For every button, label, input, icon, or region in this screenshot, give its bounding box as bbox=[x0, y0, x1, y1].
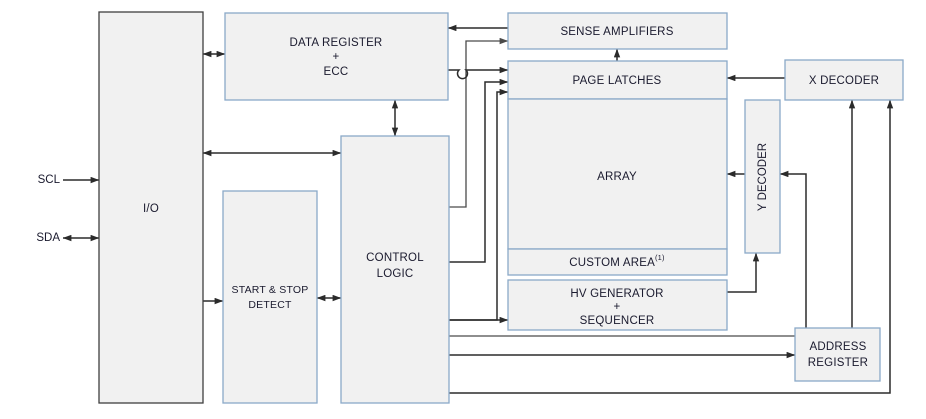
pin-label-sda: SDA bbox=[36, 232, 60, 244]
svg-text:CUSTOM AREA(1): CUSTOM AREA(1) bbox=[569, 253, 665, 269]
block-page-latches-label: PAGE LATCHES bbox=[573, 75, 662, 87]
block-page-latches[interactable]: PAGE LATCHES bbox=[507, 60, 728, 100]
block-data-register-label-3: ECC bbox=[324, 66, 349, 78]
block-start-stop-detect-label-2: DETECT bbox=[248, 299, 292, 311]
block-x-decoder-label: X DECODER bbox=[809, 75, 879, 87]
block-address-register[interactable]: ADDRESS REGISTER bbox=[794, 327, 881, 382]
block-custom-area-footnote: (1) bbox=[655, 253, 665, 262]
block-data-register-label-1: DATA REGISTER bbox=[290, 37, 383, 49]
block-array-label: ARRAY bbox=[597, 171, 637, 183]
pin-labels: SCL SDA bbox=[36, 174, 60, 244]
block-io-label: I/O bbox=[143, 203, 159, 215]
block-hv-generator-label-1: HV GENERATOR bbox=[570, 288, 663, 300]
wire-control-logic-to-page-latches-a bbox=[449, 78, 509, 263]
wire-data-register-to-page-latches bbox=[448, 66, 509, 80]
block-sense-amplifiers[interactable]: SENSE AMPLIFIERS bbox=[507, 12, 728, 50]
block-y-decoder[interactable]: Y DECODER bbox=[744, 99, 781, 254]
block-data-register[interactable]: DATA REGISTER + ECC bbox=[224, 12, 449, 101]
block-y-decoder-label: Y DECODER bbox=[757, 143, 769, 211]
block-control-logic-label-1: CONTROL bbox=[366, 252, 424, 264]
block-io[interactable]: I/O bbox=[98, 11, 204, 404]
block-sense-amplifiers-label: SENSE AMPLIFIERS bbox=[560, 26, 673, 38]
block-data-register-label-2: + bbox=[333, 51, 340, 63]
block-custom-area-label: CUSTOM AREA bbox=[569, 257, 655, 269]
wire-layer bbox=[62, 24, 894, 394]
block-x-decoder[interactable]: X DECODER bbox=[784, 59, 904, 101]
block-start-stop-detect[interactable]: START & STOP DETECT bbox=[222, 190, 318, 404]
pin-label-scl: SCL bbox=[38, 174, 61, 186]
block-hv-generator-label-3: SEQUENCER bbox=[580, 315, 655, 327]
block-address-register-label-1: ADDRESS bbox=[810, 341, 867, 353]
wire-control-logic-to-x-decoder-outer bbox=[449, 99, 894, 394]
block-array[interactable]: ARRAY bbox=[507, 98, 728, 250]
block-address-register-label-2: REGISTER bbox=[808, 357, 868, 369]
wire-control-logic-to-page-latches-b bbox=[449, 88, 509, 321]
block-control-logic[interactable]: CONTROL LOGIC bbox=[340, 135, 450, 404]
block-control-logic-label-2: LOGIC bbox=[377, 268, 414, 280]
wire-hv-generator-to-y-decoder bbox=[727, 252, 760, 293]
block-custom-area[interactable]: CUSTOM AREA(1) bbox=[507, 248, 728, 276]
block-start-stop-detect-label-1: START & STOP bbox=[232, 284, 309, 296]
block-hv-generator-label-2: + bbox=[614, 301, 621, 313]
block-hv-generator[interactable]: HV GENERATOR + SEQUENCER bbox=[507, 279, 728, 331]
wire-control-logic-to-sense-amp bbox=[449, 37, 509, 208]
wire-address-register-to-y-decoder bbox=[779, 170, 807, 328]
